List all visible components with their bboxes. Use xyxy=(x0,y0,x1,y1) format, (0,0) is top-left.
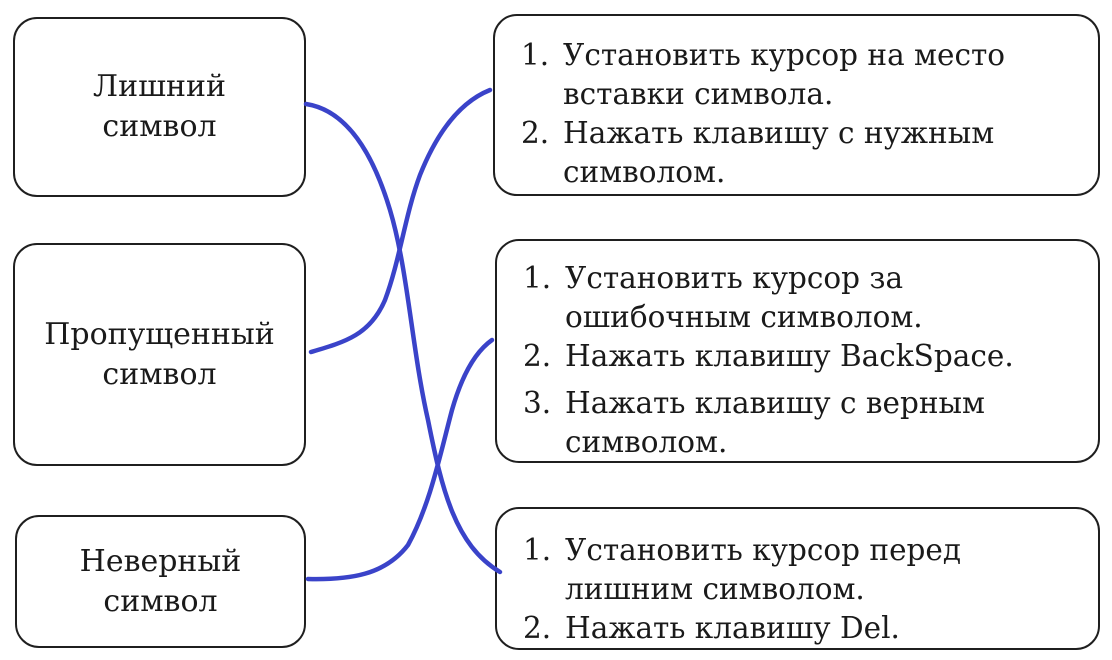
step-text: Установить курсор перед лишним символом. xyxy=(565,533,962,606)
left-box-line: символ xyxy=(102,109,217,144)
left-box-line: символ xyxy=(103,583,218,619)
step-text: Установить курсор на место вставки симво… xyxy=(563,38,1006,111)
step-item: 2. Нажать клавишу с нужным символом. xyxy=(521,114,1078,192)
left-box-line: Лишний xyxy=(93,69,226,104)
connector-wrong-to-replace xyxy=(305,337,495,582)
left-box-line: Пропущенный xyxy=(44,316,275,352)
step-text: Установить курсор за ошибочным символом. xyxy=(565,261,923,334)
step-text: Нажать клавишу BackSpace. xyxy=(565,339,1014,373)
step-item: 2. Нажать клавишу Del. xyxy=(523,609,1078,648)
connector-extra-to-delete xyxy=(303,101,503,575)
step-text: Нажать клавишу Del. xyxy=(565,611,900,645)
step-item: 1. Установить курсор на место вставки си… xyxy=(521,36,1078,114)
right-box-delete-steps: 1. Установить курсор перед лишним символ… xyxy=(495,507,1100,650)
left-box-missing-symbol: Пропущенный символ xyxy=(13,243,306,466)
step-number: 1. xyxy=(521,38,550,72)
right-box-replace-steps: 1. Установить курсор за ошибочным символ… xyxy=(495,239,1100,463)
step-number: 2. xyxy=(521,116,550,150)
left-box-line: Неверный xyxy=(79,543,242,579)
connector-missing-to-insert xyxy=(308,87,493,355)
step-item: 1. Установить курсор перед лишним символ… xyxy=(523,531,1078,609)
step-number: 2. xyxy=(523,339,552,373)
step-item: 3. Нажать клавишу с верным символом. xyxy=(523,384,1078,462)
step-number: 3. xyxy=(523,386,552,420)
step-text: Нажать клавишу с верным символом. xyxy=(565,386,985,459)
step-number: 1. xyxy=(523,261,552,295)
step-text: Нажать клавишу с нужным символом. xyxy=(563,116,995,189)
step-item: 1. Установить курсор за ошибочным символ… xyxy=(523,259,1078,337)
step-number: 1. xyxy=(523,533,552,567)
step-item: 2. Нажать клавишу BackSpace. xyxy=(523,337,1078,376)
left-box-extra-symbol: Лишний символ xyxy=(13,17,306,197)
step-number: 2. xyxy=(523,611,552,645)
left-box-line: символ xyxy=(102,356,217,392)
left-box-wrong-symbol: Неверный символ xyxy=(15,515,306,648)
right-box-insert-steps: 1. Установить курсор на место вставки си… xyxy=(493,14,1100,196)
